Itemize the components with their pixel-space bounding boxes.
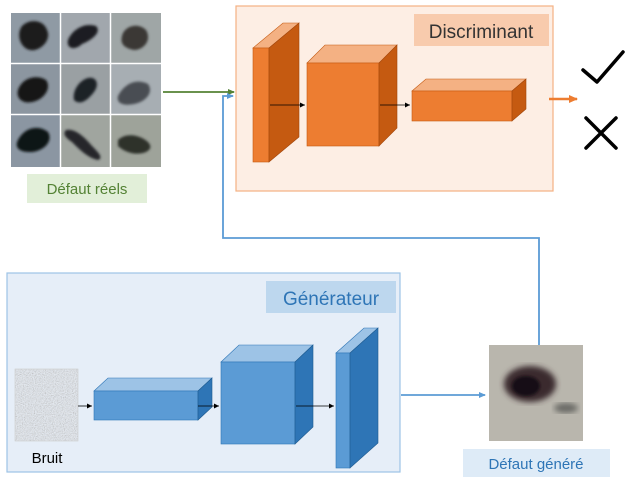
discriminator-title: Discriminant bbox=[429, 22, 534, 43]
generator-panel: Générateur Bruit bbox=[6, 272, 401, 473]
disc-layer-3 bbox=[411, 78, 527, 122]
cross-icon bbox=[584, 116, 618, 150]
real-defects-label: Défaut réels bbox=[47, 181, 128, 198]
generated-defect-label: Défaut généré bbox=[488, 456, 583, 473]
real-defect-image bbox=[11, 115, 60, 167]
real-defect-image bbox=[111, 13, 161, 63]
real-defect-image bbox=[61, 115, 110, 167]
gen-layer-1 bbox=[93, 377, 213, 421]
noise-image bbox=[14, 368, 79, 442]
real-defect-image bbox=[61, 13, 110, 63]
real-defect-image bbox=[61, 64, 110, 114]
noise-label: Bruit bbox=[32, 450, 64, 467]
check-icon bbox=[581, 50, 625, 84]
gen-layer-3 bbox=[335, 327, 379, 469]
real-defect-image bbox=[11, 64, 60, 114]
real-defects-grid bbox=[10, 12, 162, 168]
discriminator-title-box bbox=[414, 14, 549, 46]
real-label-box bbox=[27, 174, 147, 203]
gen-layer-2 bbox=[220, 344, 314, 445]
disc-layer-1 bbox=[252, 22, 300, 163]
generated-label-box bbox=[463, 449, 610, 477]
real-defect-image bbox=[11, 13, 60, 63]
generated-defect-image bbox=[489, 345, 583, 441]
real-defect-image bbox=[111, 115, 161, 167]
discriminator-panel: Discriminant bbox=[235, 5, 554, 192]
real-defect-image bbox=[111, 64, 161, 114]
generated-to-discriminator-arrow bbox=[222, 93, 540, 345]
generator-title-box bbox=[266, 281, 396, 313]
generator-title: Générateur bbox=[283, 289, 380, 310]
disc-layer-2 bbox=[306, 44, 398, 147]
